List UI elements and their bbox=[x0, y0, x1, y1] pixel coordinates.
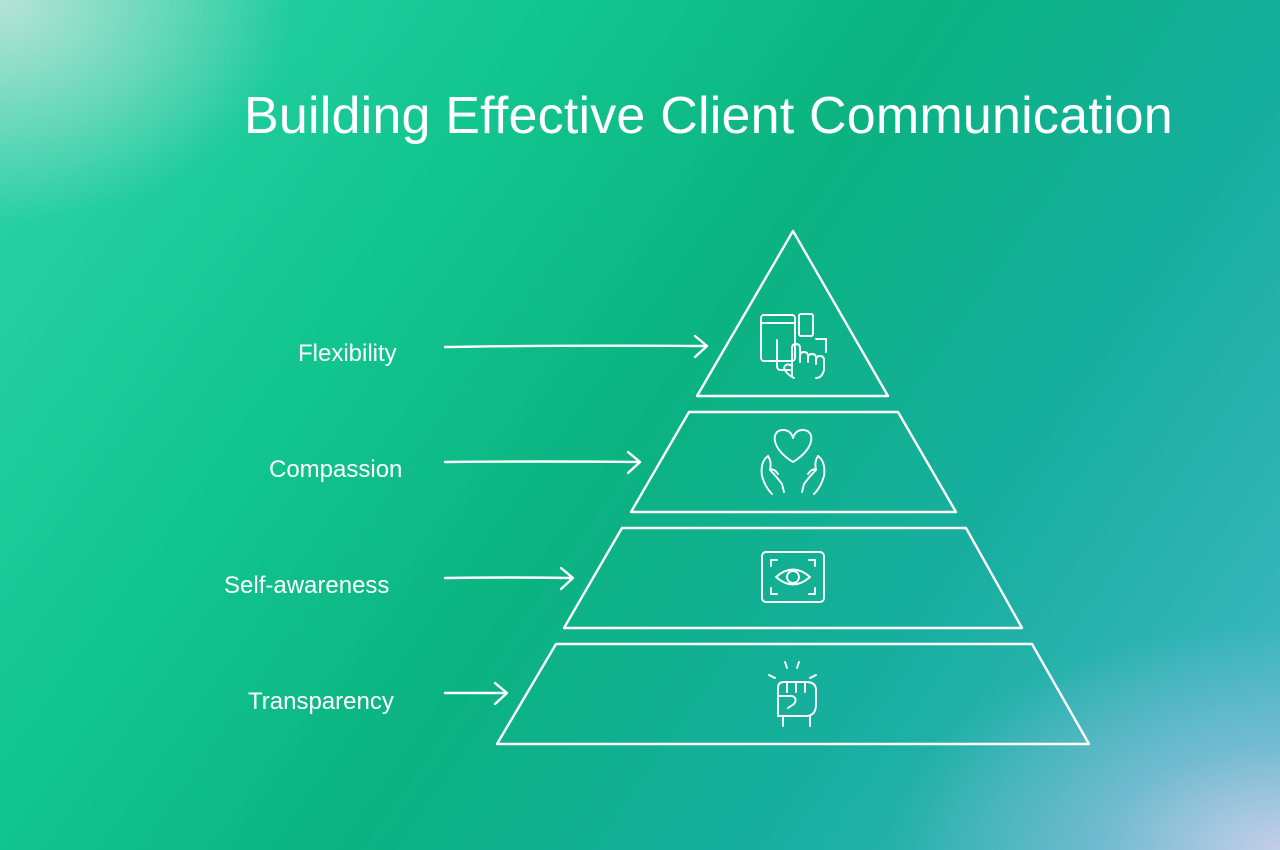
arrow-compassion bbox=[443, 450, 642, 475]
heart-hands-icon bbox=[760, 429, 826, 495]
pyramid-layer-compassion bbox=[629, 410, 958, 514]
page-title: Building Effective Client Communication bbox=[244, 87, 1173, 145]
eye-focus-icon bbox=[761, 551, 825, 603]
arrow-self-awareness bbox=[443, 566, 575, 591]
devices-touch-icon bbox=[760, 313, 827, 379]
layer-label-self-awareness: Self-awareness bbox=[224, 572, 390, 599]
pyramid-layer-flexibility bbox=[695, 229, 890, 398]
arrow-transparency bbox=[443, 681, 509, 706]
pyramid-layer-self-awareness bbox=[562, 526, 1024, 630]
layer-label-compassion: Compassion bbox=[269, 456, 403, 483]
arrow-flexibility bbox=[443, 334, 709, 359]
layer-label-flexibility: Flexibility bbox=[298, 340, 397, 367]
raised-fist-icon bbox=[768, 661, 817, 727]
pyramid-layer-transparency bbox=[495, 642, 1091, 746]
layer-label-transparency: Transparency bbox=[248, 688, 394, 715]
